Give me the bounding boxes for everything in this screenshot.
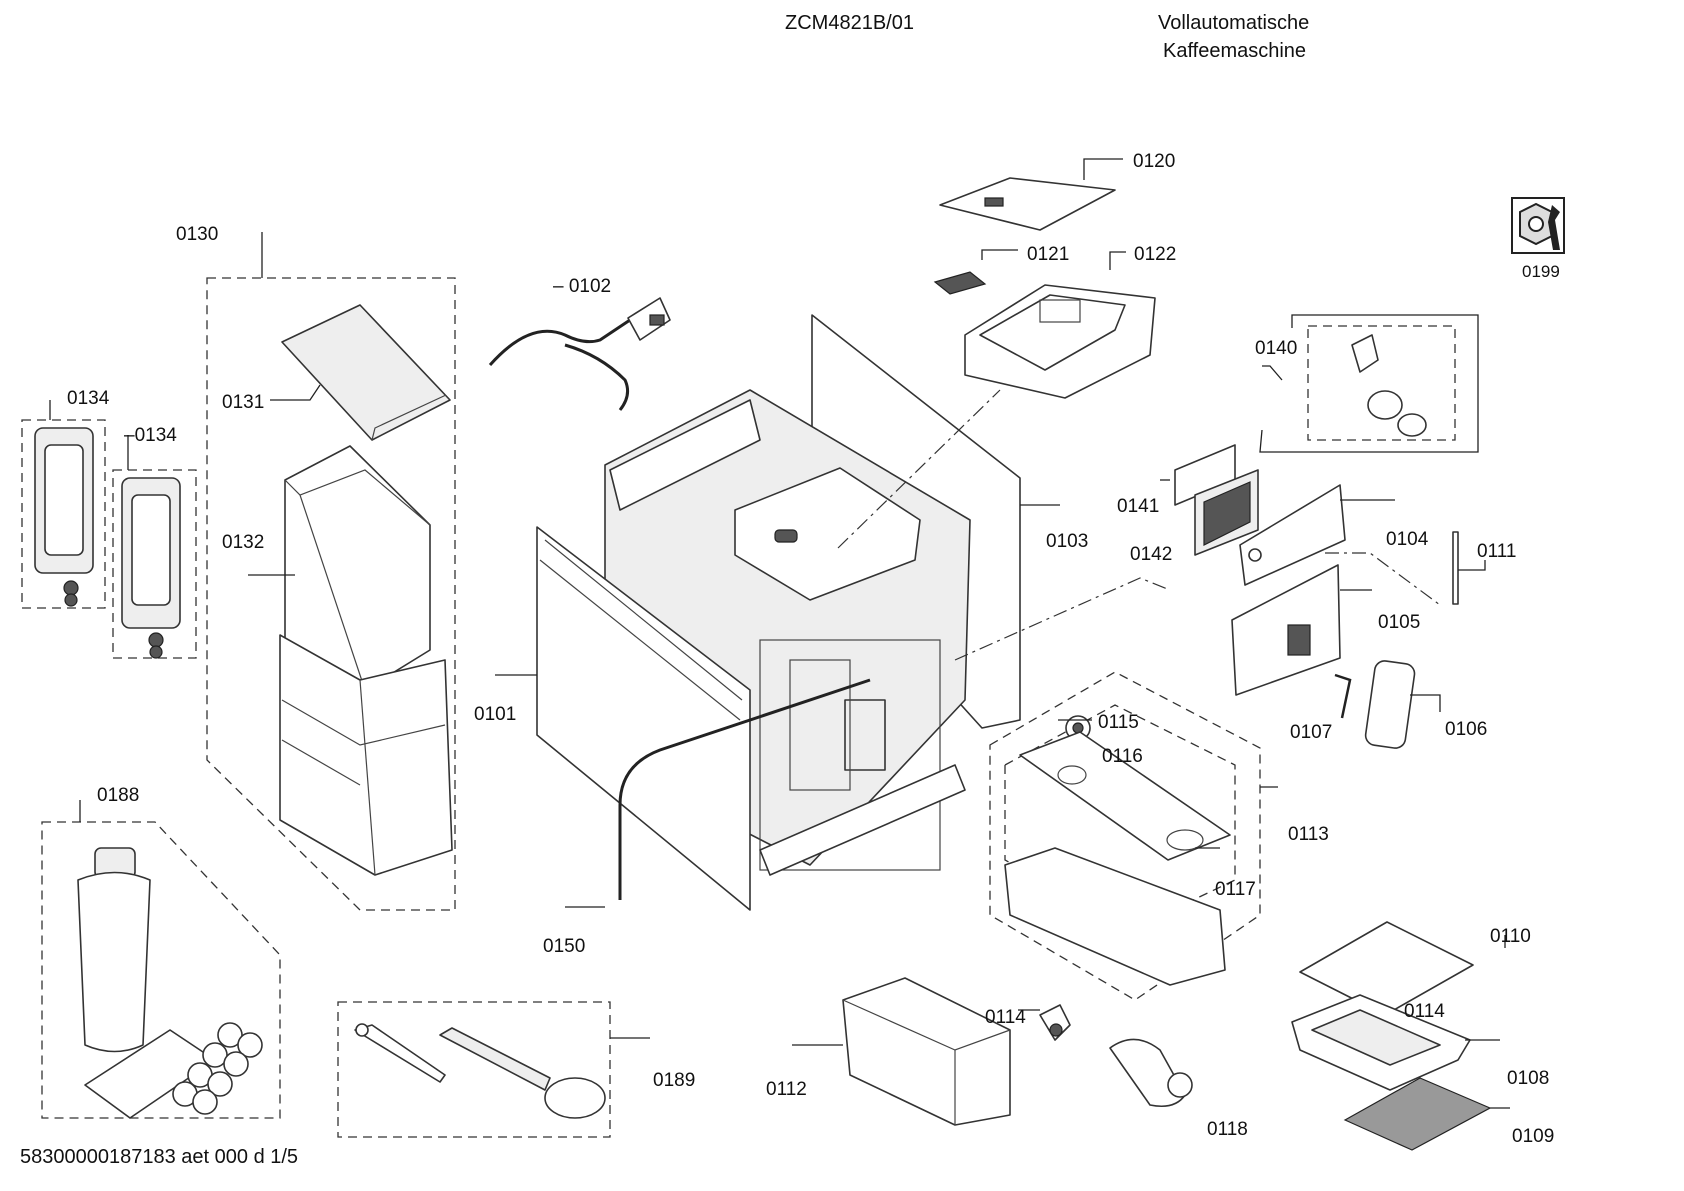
label-0101: 0101 <box>474 704 516 725</box>
label-0105: 0105 <box>1378 612 1420 633</box>
label-0114: 0114 <box>1404 1001 1445 1022</box>
wrench-nut-icon <box>1511 197 1565 254</box>
label-0108: 0108 <box>1507 1068 1549 1089</box>
label-0112: 0112 <box>766 1079 807 1100</box>
label-0114-b: 0114 <box>985 1007 1026 1028</box>
label-0140: 0140 <box>1255 338 1297 359</box>
label-0104: 0104 <box>1386 529 1429 550</box>
label-0113: 0113 <box>1288 824 1329 845</box>
label-0111: 0111 <box>1477 541 1516 562</box>
water-filter-group <box>21 400 197 659</box>
label-0142: 0142 <box>1130 544 1172 565</box>
label-0188: 0188 <box>97 785 139 806</box>
care-set-group <box>41 800 281 1119</box>
top-cover-group <box>933 177 1156 399</box>
label-0121: 0121 <box>1027 244 1069 265</box>
drip-drawer-group <box>792 977 1193 1126</box>
title-line-1: Vollautomatische <box>1158 12 1310 34</box>
label-0107: 0107 <box>1290 722 1332 743</box>
label-0199: 0199 <box>1522 262 1560 281</box>
label-0134-b: –0134 <box>124 425 177 446</box>
control-panel-group <box>1174 314 1479 749</box>
label-0115: 0115 <box>1098 712 1139 733</box>
label-0134-a: 0134 <box>67 388 110 409</box>
label-0122: 0122 <box>1134 244 1176 265</box>
label-0141: 0141 <box>1117 496 1159 517</box>
label-0102: – 0102 <box>553 276 611 297</box>
label-0189: 0189 <box>653 1070 695 1091</box>
label-0118: 0118 <box>1207 1119 1248 1140</box>
grounds-container-group <box>989 671 1278 1001</box>
label-0110: 0110 <box>1490 926 1531 947</box>
title-line-2: Kaffeemaschine <box>1163 40 1307 62</box>
model-number: ZCM4821B/01 <box>785 12 914 34</box>
bean-container-group <box>206 232 456 911</box>
label-0120: 0120 <box>1133 151 1175 172</box>
label-0131: 0131 <box>222 392 264 413</box>
label-0109: 0109 <box>1512 1126 1554 1147</box>
label-0106: 0106 <box>1445 719 1487 740</box>
drip-tray-group <box>1291 921 1510 1151</box>
tools-group <box>337 1001 650 1138</box>
part-labels: 0120 0121 0122 0130 – 0102 0134 –0134 01… <box>67 151 1560 1147</box>
machine-housing <box>495 314 1171 911</box>
power-cable <box>488 297 671 411</box>
label-0103: 0103 <box>1046 531 1088 552</box>
leader-lines <box>981 158 1486 721</box>
label-0150: 0150 <box>543 936 585 957</box>
label-0132: 0132 <box>222 532 264 553</box>
label-0117: 0117 <box>1215 879 1256 900</box>
document-reference: 58300000187183 aet 000 d 1/5 <box>20 1146 299 1168</box>
label-0130: 0130 <box>176 224 218 245</box>
label-0116: 0116 <box>1102 746 1143 767</box>
